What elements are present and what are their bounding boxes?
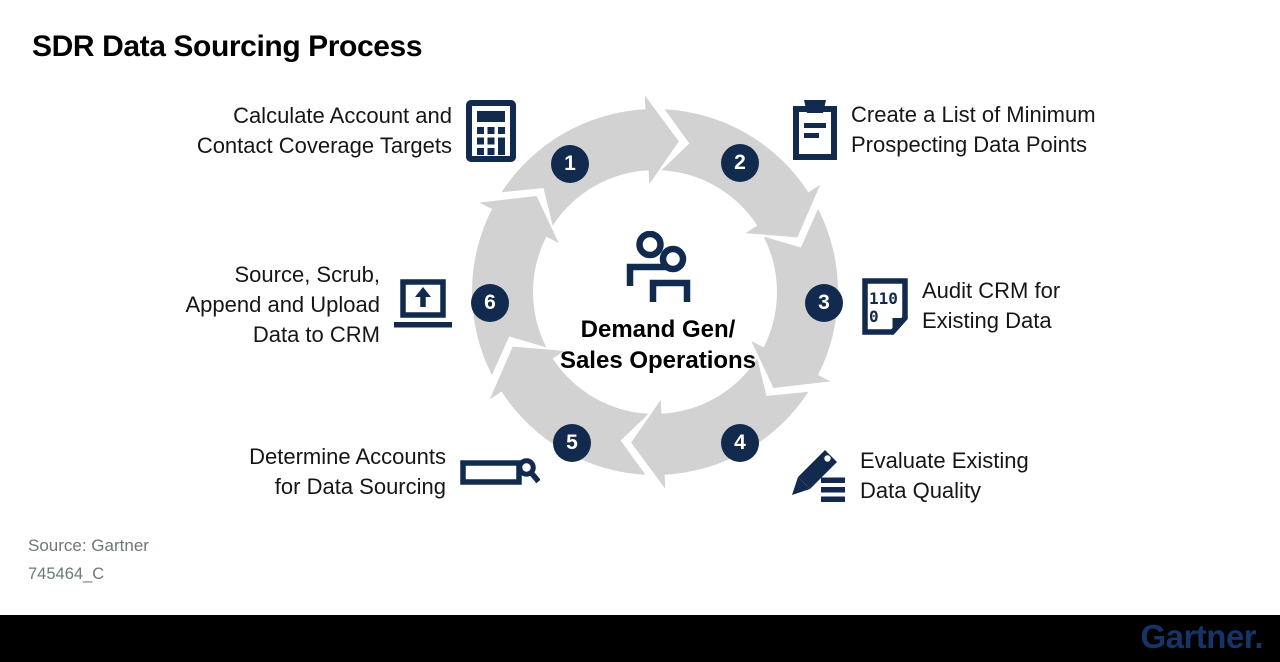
- step-label-line: Existing Data: [922, 308, 1052, 333]
- step-label-line: Data Quality: [860, 478, 982, 503]
- step-3: 110 0 Audit CRM for Existing Data: [862, 276, 1060, 336]
- step-badge-4: 4: [721, 424, 759, 462]
- center-label: Demand Gen/ Sales Operations: [508, 314, 808, 376]
- step-number: 2: [734, 151, 746, 174]
- step-label-line: Data to CRM: [252, 322, 380, 347]
- page-title: SDR Data Sourcing Process: [32, 30, 423, 63]
- step-badge-3: 3: [805, 284, 843, 322]
- two-people-icon: [626, 231, 691, 302]
- step-number: 4: [734, 431, 746, 454]
- step-number: 6: [484, 291, 496, 314]
- upload-laptop-icon: [394, 279, 452, 328]
- step-6-label: Source, Scrub, Append and Upload Data to…: [186, 260, 381, 350]
- step-number: 3: [818, 291, 830, 314]
- step-label-line: Source, Scrub,: [234, 262, 380, 287]
- step-label-line: Contact Coverage Targets: [196, 133, 452, 158]
- step-1: Calculate Account and Contact Coverage T…: [197, 100, 516, 162]
- data-document-icon: 110 0: [862, 277, 908, 335]
- step-label-line: Prospecting Data Points: [851, 132, 1088, 157]
- step-label-line: for Data Sourcing: [274, 474, 446, 499]
- center-label-block: Demand Gen/ Sales Operations: [508, 231, 808, 376]
- step-number: 1: [564, 152, 576, 175]
- step-3-label: Audit CRM for Existing Data: [922, 276, 1060, 336]
- step-badge-6: 6: [471, 284, 509, 322]
- calculator-icon: [466, 100, 516, 162]
- step-badge-2: 2: [721, 144, 759, 182]
- gartner-logo: Gartner.: [1140, 618, 1263, 655]
- step-5-label: Determine Accounts for Data Sourcing: [249, 442, 446, 502]
- step-2-label: Create a List of Minimum Prospecting Dat…: [851, 100, 1096, 160]
- pencil-list-icon: [792, 450, 845, 502]
- clipboard-icon: [793, 100, 837, 160]
- step-4: Evaluate Existing Data Quality: [790, 446, 1029, 506]
- step-label-line: Evaluate Existing: [860, 448, 1029, 473]
- step-2: Create a List of Minimum Prospecting Dat…: [793, 100, 1096, 160]
- center-label-line: Demand Gen/: [580, 316, 736, 343]
- step-1-label: Calculate Account and Contact Coverage T…: [197, 101, 452, 161]
- binary-text-line: 0: [869, 307, 879, 326]
- source-attribution: Source: Gartner: [28, 536, 149, 555]
- step-label-line: Append and Upload: [185, 292, 381, 317]
- step-6: Source, Scrub, Append and Upload Data to…: [186, 260, 452, 350]
- step-badge-1: 1: [551, 145, 589, 183]
- footer-bar: Gartner.: [0, 615, 1280, 662]
- step-label-line: Calculate Account and: [233, 103, 452, 128]
- binary-text-line: 110: [869, 289, 898, 308]
- step-5: Determine Accounts for Data Sourcing: [249, 442, 540, 502]
- step-badge-5: 5: [553, 424, 591, 462]
- step-number: 5: [566, 431, 578, 454]
- step-label-line: Determine Accounts: [249, 444, 446, 469]
- step-4-label: Evaluate Existing Data Quality: [860, 446, 1029, 506]
- center-label-line: Sales Operations: [559, 347, 757, 374]
- document-id: 745464_C: [28, 565, 105, 583]
- step-label-line: Create a List of Minimum: [851, 102, 1096, 127]
- step-label-line: Audit CRM for: [922, 278, 1061, 303]
- search-box-icon: [460, 458, 540, 485]
